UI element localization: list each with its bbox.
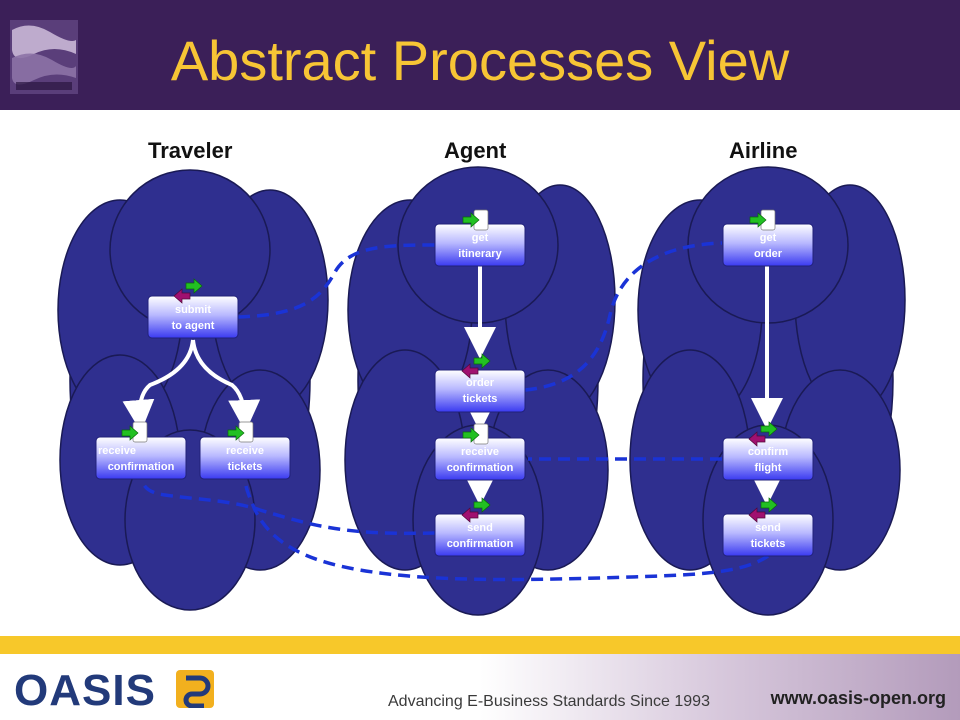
node-order-tickets: order tickets	[434, 369, 526, 413]
node-label: confirmation	[447, 462, 514, 474]
node-label: receive	[461, 446, 499, 458]
header-logo-icon	[10, 20, 78, 94]
node-submit-to-agent: submit to agent	[147, 295, 239, 339]
send-arrow-icon	[473, 497, 491, 513]
node-label: itinerary	[458, 248, 502, 260]
send-arrow-icon	[462, 427, 480, 443]
send-arrow-icon	[227, 425, 245, 441]
lane-label-agent: Agent	[444, 138, 507, 163]
page-title: Abstract Processes View	[170, 29, 790, 92]
send-arrow-icon	[749, 212, 767, 228]
node-label: send	[467, 522, 493, 534]
node-send-confirmation: send confirmation	[434, 513, 526, 557]
lane-label-traveler: Traveler	[148, 138, 233, 163]
node-label: submit	[175, 304, 211, 316]
slide-header: Abstract Processes View	[0, 0, 960, 110]
node-label: tickets	[228, 461, 263, 473]
send-arrow-icon	[760, 497, 778, 513]
node-label: flight	[755, 462, 782, 474]
footer-gold-bar	[0, 636, 960, 654]
node-agent-receive-confirmation: receive confirmation	[434, 437, 526, 481]
node-send-tickets: send tickets	[722, 513, 814, 557]
node-label: tickets	[463, 393, 498, 405]
send-arrow-icon	[185, 278, 203, 294]
node-label: receive	[226, 445, 264, 457]
internal-flow-arrows	[122, 266, 783, 506]
footer-url[interactable]: www.oasis-open.org	[770, 688, 946, 708]
node-traveler-receive-confirmation: receive confirmation	[95, 436, 187, 480]
node-label: get	[760, 232, 777, 244]
node-label: send	[755, 522, 781, 534]
node-label: order	[754, 248, 783, 260]
receive-arrow-icon	[748, 507, 766, 523]
port-icons	[121, 209, 778, 523]
node-label: confirm	[748, 446, 789, 458]
node-get-order: get order	[722, 223, 814, 267]
receive-arrow-icon	[173, 288, 191, 304]
node-label: tickets	[751, 538, 786, 550]
footer	[0, 654, 960, 720]
receive-arrow-icon	[461, 363, 479, 379]
node-label: to agent	[172, 320, 215, 332]
node-label: confirmation	[447, 538, 514, 550]
node-receive-tickets: receive tickets	[199, 436, 291, 480]
receive-arrow-icon	[748, 431, 766, 447]
footer-tagline: Advancing E-Business Standards Since 199…	[388, 693, 710, 710]
lane-label-airline: Airline	[729, 138, 798, 163]
send-arrow-icon	[121, 425, 139, 441]
message-links	[140, 241, 769, 582]
node-confirm-flight: confirm flight	[722, 437, 814, 481]
send-arrow-icon	[462, 212, 480, 228]
node-label: receive	[98, 445, 136, 457]
receive-arrow-icon	[461, 507, 479, 523]
oasis-logo: OASIS	[14, 666, 156, 715]
cloud-traveler	[57, 169, 329, 611]
node-get-itinerary: get itinerary	[434, 223, 526, 267]
send-arrow-icon	[760, 421, 778, 437]
node-label: get	[472, 232, 489, 244]
oasis-mark-icon	[176, 670, 214, 708]
send-arrow-icon	[473, 353, 491, 369]
node-label: confirmation	[108, 461, 175, 473]
node-label: order	[466, 377, 495, 389]
